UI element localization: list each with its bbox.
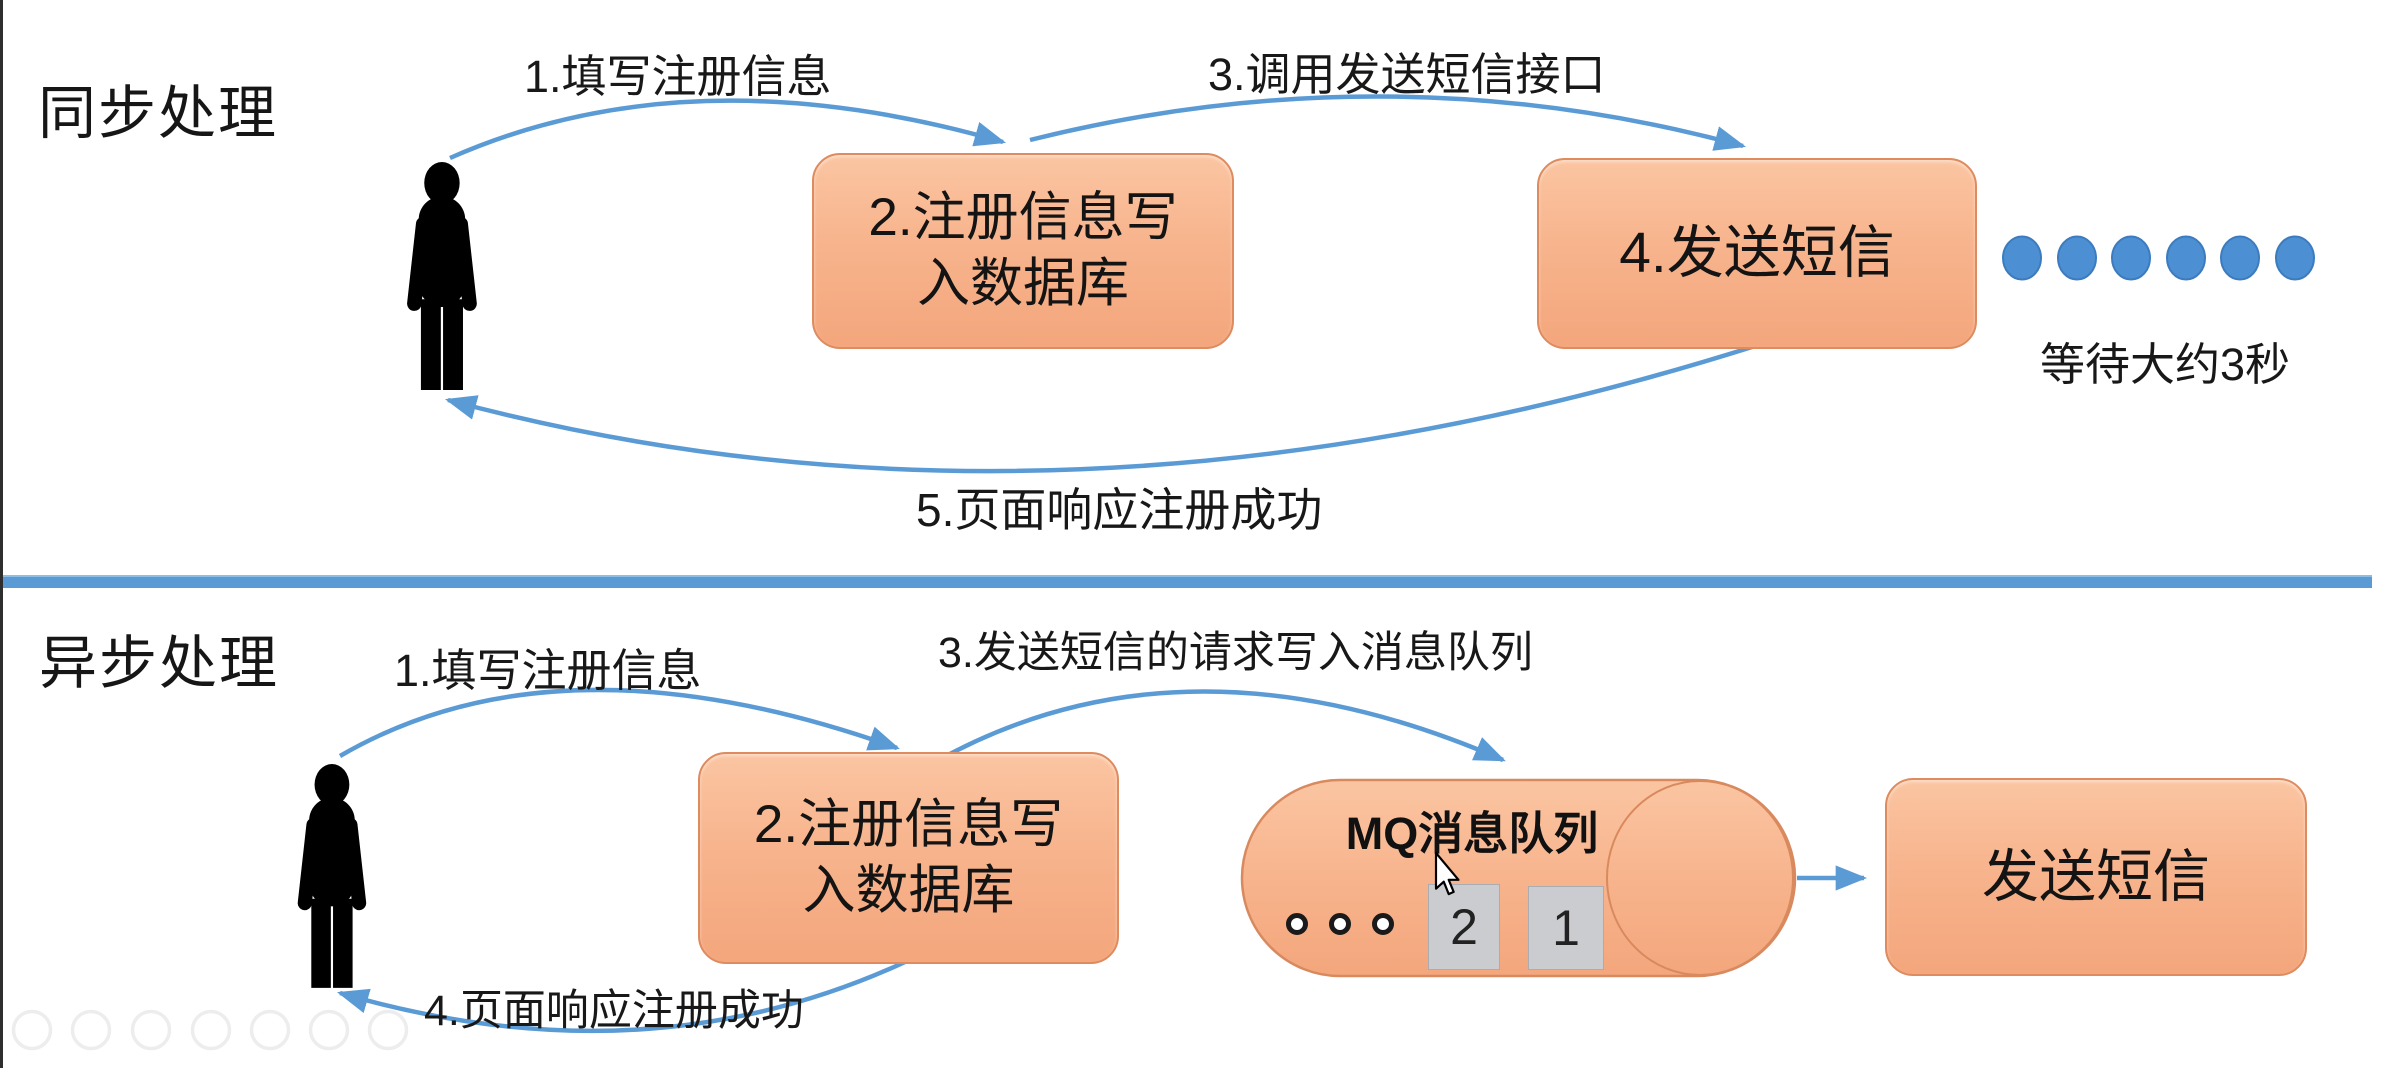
async-step4-arrow bbox=[336, 959, 906, 1034]
wait-label: 等待大约3秒 bbox=[2040, 339, 2291, 390]
wait-dots-icon bbox=[2002, 235, 2315, 281]
sync-db-box-label-line2: 入数据库 bbox=[917, 254, 1129, 313]
mq-cylinder bbox=[1240, 778, 1797, 978]
screen-edge-line bbox=[0, 0, 3, 1068]
sync-step5-label: 5.页面响应注册成功 bbox=[916, 484, 1323, 536]
async-sms-box: 发送短信 bbox=[1885, 778, 2307, 976]
user-icon-sync bbox=[414, 162, 469, 390]
async-step4-label: 4.页面响应注册成功 bbox=[424, 987, 804, 1035]
async-db-box: 2.注册信息写 入数据库 bbox=[698, 752, 1119, 964]
sync-db-box: 2.注册信息写 入数据库 bbox=[812, 153, 1234, 349]
queue-ellipsis-icon bbox=[1286, 913, 1394, 935]
sync-step3-arrow bbox=[1029, 94, 1747, 151]
sync-step5-arrow bbox=[444, 344, 1753, 474]
async-step3-arrow bbox=[933, 689, 1506, 764]
async-section-title: 异步处理 bbox=[39, 631, 280, 696]
async-db-box-label-line2: 入数据库 bbox=[802, 861, 1015, 920]
async-sms-box-label: 发送短信 bbox=[1982, 844, 2210, 909]
sync-step1-label: 1.填写注册信息 bbox=[524, 51, 832, 102]
async-step3-label: 3.发送短信的请求写入消息队列 bbox=[938, 629, 1533, 677]
async-step1-label: 1.填写注册信息 bbox=[394, 645, 702, 696]
sync-section-title: 同步处理 bbox=[38, 81, 279, 146]
sync-step1-arrow bbox=[449, 98, 1007, 161]
sync-db-box-label-line1: 2.注册信息写 bbox=[868, 188, 1178, 248]
mq-queue-title: MQ消息队列 bbox=[1345, 808, 1599, 859]
queue-item-2: 2 bbox=[1428, 884, 1500, 970]
user-icon-async bbox=[305, 764, 359, 988]
sync-step3-label: 3.调用发送短信接口 bbox=[1208, 49, 1606, 100]
async-step1-arrow bbox=[338, 687, 900, 758]
section-divider bbox=[0, 575, 2372, 588]
queue-item-1: 1 bbox=[1528, 886, 1604, 970]
async-db-box-label-line1: 2.注册信息写 bbox=[753, 795, 1064, 855]
sync-sms-box: 4.发送短信 bbox=[1537, 158, 1977, 349]
watermark-dots bbox=[11, 1009, 409, 1051]
sync-sms-box-label: 4.发送短信 bbox=[1619, 221, 1895, 286]
